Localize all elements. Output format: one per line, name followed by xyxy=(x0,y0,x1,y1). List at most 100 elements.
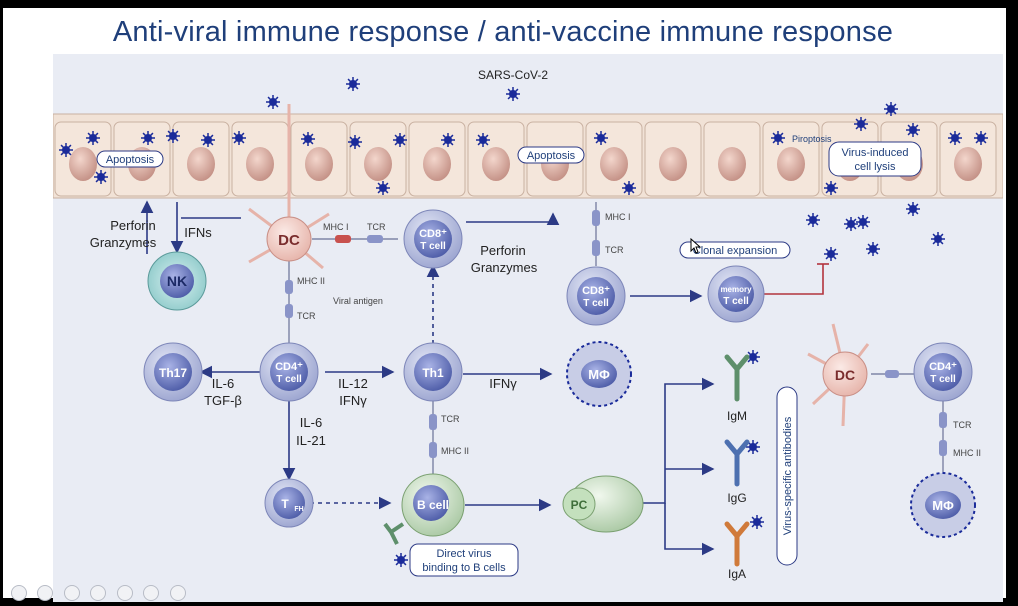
tfh-cell: T FH xyxy=(264,478,314,528)
virus-particle xyxy=(824,181,838,195)
macrophage: MΦ xyxy=(566,341,632,407)
plasma-cell: PC xyxy=(562,475,644,533)
nk-cell: NK xyxy=(147,251,207,311)
antibody-iga xyxy=(724,521,750,567)
direct-label-2: binding to B cells xyxy=(422,562,506,574)
virus-particle xyxy=(86,131,100,145)
epithelial-nucleus xyxy=(423,147,451,181)
mf-label: MΦ xyxy=(588,367,610,382)
cd4-t-cell-right: CD4⁺ T cell xyxy=(913,342,973,402)
tcr-dc-label: TCR xyxy=(367,222,386,232)
apoptosis-left-label: Apoptosis xyxy=(106,154,155,166)
epithelial-nucleus xyxy=(364,147,392,181)
cd4r-label-2: T cell xyxy=(930,374,956,385)
cd4-label-1: CD4⁺ xyxy=(275,361,303,373)
il6-tgf-label-2: TGF-β xyxy=(204,393,242,408)
virus-particle xyxy=(844,217,858,231)
epithelial-nucleus xyxy=(600,147,628,181)
epithelial-nucleus xyxy=(777,147,805,181)
mhc2-b-label: MHC II xyxy=(441,446,469,456)
tcr-right-label: TCR xyxy=(953,420,972,430)
tcr-cd8b-label: TCR xyxy=(605,245,624,255)
virus-particle xyxy=(141,131,155,145)
tfh-label: T xyxy=(281,497,289,511)
virus-particle xyxy=(771,131,785,145)
epithelial-nucleus xyxy=(718,147,746,181)
virus-particle xyxy=(166,129,180,143)
memory-t-cell: memory T cell xyxy=(707,265,765,323)
mouse-cursor-icon xyxy=(690,238,702,254)
dendritic-cell-right: DC xyxy=(807,323,870,427)
virus-particle xyxy=(750,515,764,529)
virus-particle xyxy=(906,123,920,137)
arrow-cd8-apoptosis xyxy=(466,212,560,226)
il6-21-label-2: IL-21 xyxy=(296,433,326,448)
epithelial-nucleus xyxy=(954,147,982,181)
cd4-label-2: T cell xyxy=(276,374,302,385)
epithelial-nucleus xyxy=(187,147,215,181)
pc-label: PC xyxy=(571,498,588,512)
th17-cell: Th17 xyxy=(143,342,203,402)
cd8-b-label-2: T cell xyxy=(583,298,609,309)
cd4-t-cell: CD4⁺ T cell xyxy=(259,342,319,402)
next-slide-icon[interactable] xyxy=(37,585,54,601)
antibody-igg xyxy=(724,439,750,487)
virus-particle xyxy=(866,242,880,256)
virus-particle xyxy=(594,131,608,145)
virus-particle xyxy=(266,95,280,109)
pen-icon[interactable] xyxy=(63,585,80,601)
epithelial-nucleus xyxy=(305,147,333,181)
immune-response-diagram: DC NK CD8⁺ T cell CD8⁺ T cell xyxy=(53,68,1003,581)
clonal-label: Clonal expansion xyxy=(693,245,777,257)
more-options-icon[interactable] xyxy=(169,585,186,601)
perforin-left-label: Perforin xyxy=(110,218,156,233)
dc-right-label: DC xyxy=(835,367,855,383)
dc-label: DC xyxy=(278,232,300,249)
connectors xyxy=(288,202,944,477)
virus-particle xyxy=(974,131,988,145)
th1-label: Th1 xyxy=(422,366,444,380)
epithelial-nucleus xyxy=(659,147,687,181)
nk-label: NK xyxy=(167,273,187,289)
cd4r-label-1: CD4⁺ xyxy=(929,361,957,373)
virus-particle xyxy=(506,87,520,101)
cd8-t-cell-top: CD8⁺ T cell xyxy=(403,209,463,269)
page-title: Anti-viral immune response / anti-vaccin… xyxy=(112,16,894,48)
prev-slide-icon[interactable] xyxy=(11,585,27,601)
virus-particle xyxy=(931,232,945,246)
arrow-igm xyxy=(641,377,715,504)
mhc2-right-label: MHC II xyxy=(953,448,981,458)
virus-particle xyxy=(232,131,246,145)
mhc2-dc-label: MHC II xyxy=(297,276,325,286)
grid-icon[interactable] xyxy=(90,585,107,601)
receptor-markers xyxy=(285,210,947,458)
virus-particle xyxy=(746,440,760,454)
slide: Anti-viral immune response / anti-vaccin… xyxy=(3,8,1006,602)
tcr-cd4-label: TCR xyxy=(297,311,316,321)
memory-label-2: T cell xyxy=(723,296,749,307)
vsa-label: Virus-specific antibodies xyxy=(782,416,794,535)
arrow-iga xyxy=(664,503,715,556)
mhc1-epi-label: MHC I xyxy=(605,212,631,222)
virus-particle xyxy=(301,132,315,146)
virus-particle xyxy=(346,77,360,91)
b-cell: B cell xyxy=(383,473,465,545)
virus-particle xyxy=(746,350,760,364)
il6-21-label-1: IL-6 xyxy=(300,415,322,430)
zoom-icon[interactable] xyxy=(116,585,133,601)
virus-particles xyxy=(59,77,988,567)
perforin-mid-label: Perforin xyxy=(480,243,526,258)
virus-particle xyxy=(906,202,920,216)
virus-particle xyxy=(806,213,820,227)
subtitles-icon[interactable] xyxy=(143,585,160,601)
virus-particle xyxy=(201,133,215,147)
granzymes-left-label: Granzymes xyxy=(90,235,157,250)
ifng-mf-label: IFNγ xyxy=(489,376,517,391)
sars-label: SARS-CoV-2 xyxy=(478,68,548,82)
il12-label: IL-12 xyxy=(338,376,368,391)
virus-particle xyxy=(854,117,868,131)
arrows xyxy=(140,200,829,556)
mhc1-dc-label: MHC I xyxy=(323,222,349,232)
iga-label: IgA xyxy=(728,567,746,581)
virus-particle xyxy=(393,133,407,147)
